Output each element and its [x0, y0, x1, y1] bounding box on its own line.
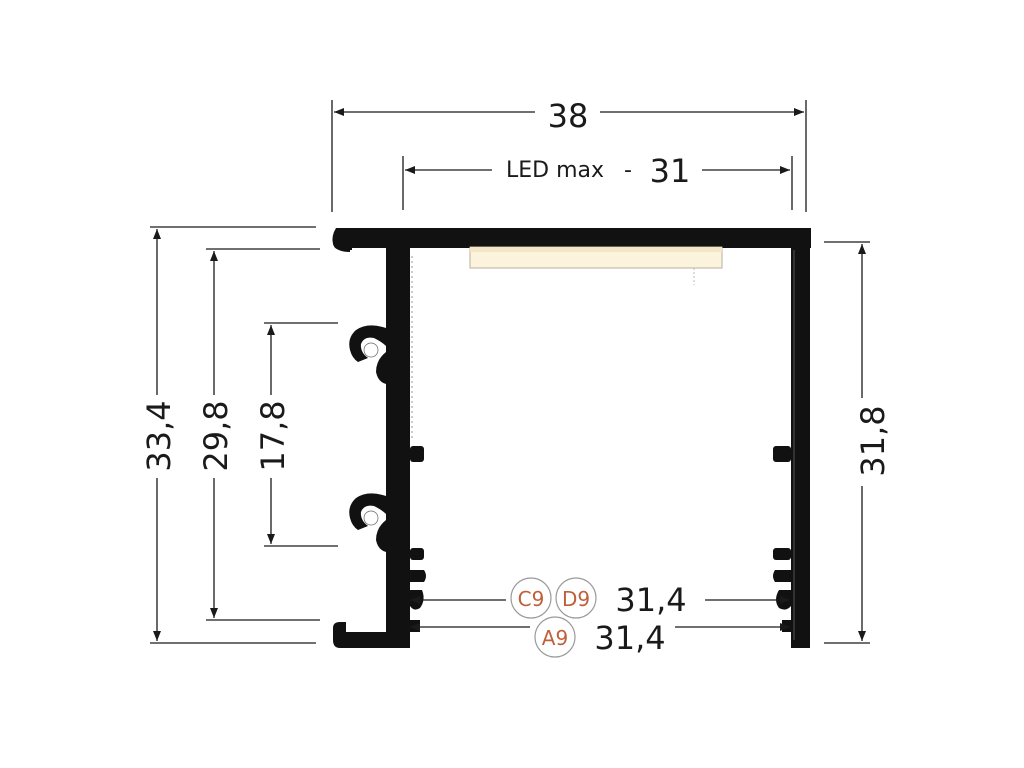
profile-right-top-corner [806, 228, 811, 248]
profile-left-wall [386, 228, 403, 648]
profile-right-tab-lower [773, 548, 791, 560]
dim-led-width [402, 156, 793, 210]
profile-left-tab-lower [410, 548, 424, 560]
dim-height-inner-label: 29,8 [197, 400, 235, 471]
profile-left-tab-upper [410, 446, 424, 462]
badge-d9: D9 [555, 577, 597, 619]
badge-a9-label: A9 [542, 626, 568, 650]
profile-lower-clip-groove [349, 493, 386, 552]
profile-right-wall [791, 228, 810, 648]
profile-left-bottom-lip [333, 622, 386, 648]
dim-height-groove-label: 17,8 [254, 400, 292, 471]
dim-inner-width-cd-label: 31,4 [615, 581, 686, 619]
dim-led-value: 31 [650, 152, 691, 190]
dim-overall-width-label: 38 [548, 97, 589, 135]
profile-upper-clip-groove [349, 325, 386, 384]
profile-left-inner-wall [403, 248, 410, 648]
dim-height-right-label: 31,8 [854, 405, 892, 476]
profile-right-diffuser-slots [773, 570, 791, 632]
dim-height-outer-label: 33,4 [140, 400, 178, 471]
badge-c9-label: C9 [518, 587, 545, 611]
dim-height-right [824, 241, 870, 644]
dim-height-outer [150, 226, 316, 644]
dim-led-separator: - [624, 158, 632, 183]
badge-d9-label: D9 [562, 587, 590, 611]
dim-height-groove [264, 322, 338, 547]
dim-overall-width [331, 100, 807, 212]
dim-height-inner [206, 248, 320, 621]
profile-left-top-lip [332, 228, 350, 252]
dim-inner-width-a-label: 31,4 [594, 619, 665, 657]
dim-led-label: LED max [506, 158, 604, 183]
profile-top-bar [336, 228, 806, 248]
badge-c9: C9 [510, 577, 552, 619]
profile-right-tab-upper [773, 446, 791, 462]
badge-a9: A9 [534, 616, 576, 658]
aluminium-profile [332, 228, 811, 648]
profile-left-diffuser-slots [410, 570, 426, 632]
led-strip-top-edge [470, 247, 722, 252]
